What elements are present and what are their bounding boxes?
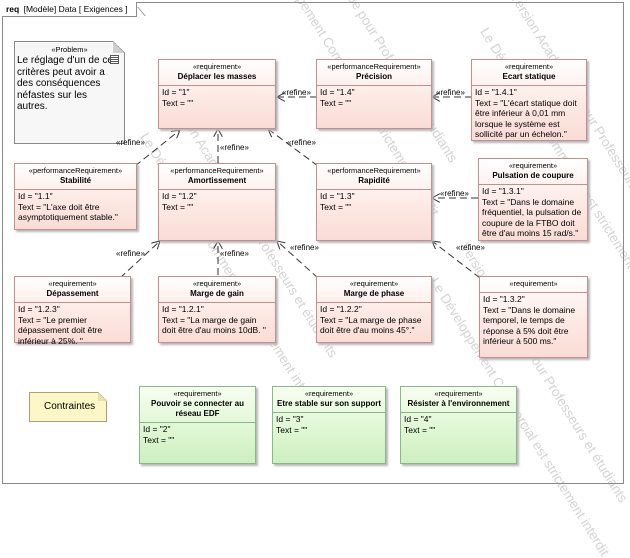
requirement-text: Text = "Dans le domaine fréquentiel, la … (482, 196, 582, 239)
diagram-frame (2, 2, 624, 484)
requirement-depassement[interactable]: «requirement»Dépassement Id = "1.2.3"Tex… (14, 276, 131, 346)
requirement-name: Etre stable sur son support (276, 399, 382, 408)
stereotype: «requirement» (173, 389, 222, 398)
refine-line (134, 130, 180, 167)
refine-label: «refine» (220, 143, 249, 152)
requirement-id: Id = "1.2" (162, 191, 197, 201)
requirement-pulsation-de-coupure[interactable]: «requirement»Pulsation de coupure Id = "… (478, 158, 588, 241)
requirement-name: Pulsation de coupure (492, 171, 574, 180)
constraints-tag[interactable]: Contraintes (29, 392, 107, 422)
requirement-id: Id = "1.2.1" (162, 304, 204, 314)
stereotype: «requirement» (192, 62, 242, 71)
requirement-deplacer-les-masses[interactable]: «requirement»Déplacer les masses Id = "1… (158, 59, 276, 129)
requirement-marge-de-phase[interactable]: «requirement»Marge de phase Id = "1.2.2"… (316, 276, 432, 343)
refine-line (432, 241, 481, 279)
stereotype: «requirement» (504, 62, 554, 71)
note-stereotype: «Problem» (51, 45, 88, 54)
requirement-text: Text = "Le premier dépassement doit être… (18, 314, 103, 346)
stereotype: «requirement» (48, 279, 97, 288)
stereotype: «performanceRequirement» (28, 166, 123, 175)
requirement-rapidite[interactable]: «performanceRequirement»Rapidité Id = "1… (316, 163, 432, 241)
stereotype: «performanceRequirement» (170, 166, 264, 175)
refine-connectors (119, 0, 481, 279)
refine-label: «refine» (287, 138, 316, 147)
frame-keyword: req (6, 4, 20, 14)
requirement-text: Text = "" (404, 424, 436, 435)
requirement-stable-sur-support[interactable]: «requirement»Etre stable sur son support… (272, 386, 386, 464)
requirement-name: Stabilité (59, 176, 92, 185)
note-fold-corner (113, 41, 125, 53)
refine-label: «refine» (440, 189, 469, 198)
requirement-stabilite[interactable]: «performanceRequirement»Stabilité Id = "… (14, 163, 137, 230)
requirement-name: Déplacer les masses (177, 72, 257, 81)
requirement-name: Résister à l'environnement (407, 399, 510, 408)
stereotype: «requirement» (349, 279, 399, 288)
note-text: Le réglage d'un de ces critères peut avo… (17, 55, 118, 112)
requirement-text: Text = "" (320, 97, 352, 108)
requirement-text: Text = "Dans le domaine temporel, le tem… (483, 304, 576, 347)
stereotype: «performanceRequirement» (327, 62, 421, 71)
requirement-name: Précision (355, 72, 392, 81)
stereotype: «requirement» (434, 389, 483, 398)
requirement-id: Id = "3" (276, 414, 304, 424)
refine-label: «refine» (282, 88, 311, 97)
tag-fold-corner (98, 392, 107, 401)
requirement-id: Id = "1.4.1" (475, 87, 517, 97)
requirement-text: Text = "" (162, 97, 194, 108)
requirement-precision[interactable]: «performanceRequirement»Précision Id = "… (316, 59, 432, 129)
requirement-name: Rapidité (358, 176, 390, 185)
requirement-temps-de-reponse[interactable]: «requirement» Id = "1.3.2"Text = "Dans l… (479, 276, 588, 358)
refine-line (277, 241, 319, 279)
requirement-text: Text = "" (162, 201, 194, 212)
refine-line (268, 129, 319, 167)
requirement-text: Text = "" (276, 424, 308, 435)
stereotype: «requirement» (304, 389, 354, 398)
requirement-reseau-edf[interactable]: «requirement»Pouvoir se connecter au rés… (139, 386, 256, 464)
requirement-id: Id = "1.3" (320, 191, 355, 201)
requirement-id: Id = "4" (404, 414, 432, 424)
requirement-name: Marge de phase (343, 289, 405, 298)
requirement-id: Id = "2" (143, 424, 171, 434)
frame-label: [Modèle] Data [ Exigences ] (23, 4, 128, 14)
stereotype: «requirement» (192, 279, 242, 288)
refine-label: «refine» (436, 88, 465, 97)
requirement-id: Id = "1.3.2" (483, 294, 525, 304)
note-icon (110, 55, 119, 64)
requirement-text: Text = "La marge de gain doit être d'au … (162, 314, 266, 336)
refine-label: «refine» (290, 243, 319, 252)
stereotype: «requirement» (509, 279, 558, 288)
requirement-id: Id = "1.2.3" (18, 304, 60, 314)
requirement-text: Text = "" (320, 201, 352, 212)
requirement-marge-de-gain[interactable]: «requirement»Marge de gain Id = "1.2.1"T… (158, 276, 276, 343)
requirement-text: Text = "L'axe doit être asymptotiquement… (18, 201, 118, 223)
diagram-frame-tab: req [Modèle] Data [ Exigences ] (2, 2, 137, 17)
requirement-ecart-statique[interactable]: «requirement»Ecart statique Id = "1.4.1"… (471, 59, 587, 141)
stereotype: «performanceRequirement» (327, 166, 421, 175)
requirement-id: Id = "1.3.1" (482, 186, 524, 196)
requirement-id: Id = "1.1" (18, 191, 53, 201)
requirement-id: Id = "1.2.2" (320, 304, 362, 314)
requirement-text: Text = "La marge de phase doit être d'au… (320, 314, 422, 336)
refine-label: «refine» (116, 138, 145, 147)
requirement-name: Marge de gain (190, 289, 244, 298)
refine-line (119, 241, 160, 279)
stereotype: «requirement» (508, 161, 558, 170)
requirement-text: Text = "" (143, 434, 175, 445)
requirement-name: Ecart statique (502, 72, 556, 81)
refine-label: «refine» (116, 249, 145, 258)
requirement-amortissement[interactable]: «performanceRequirement»Amortissement Id… (158, 163, 276, 241)
problem-note[interactable]: «Problem» Le réglage d'un de ces critère… (14, 41, 125, 144)
requirement-name: Dépassement (46, 289, 99, 298)
refine-label: «refine» (456, 243, 485, 252)
requirement-name: Pouvoir se connecter au réseau EDF (151, 399, 244, 418)
requirement-text: Text = "L'écart statique doit être infér… (475, 97, 577, 140)
requirement-name: Amortissement (187, 176, 247, 185)
requirement-id: Id = "1" (162, 87, 190, 97)
requirement-id: Id = "1.4" (320, 87, 355, 97)
refine-label: «refine» (220, 249, 249, 258)
requirement-resister-environnement[interactable]: «requirement»Résister à l'environnement … (400, 386, 517, 464)
